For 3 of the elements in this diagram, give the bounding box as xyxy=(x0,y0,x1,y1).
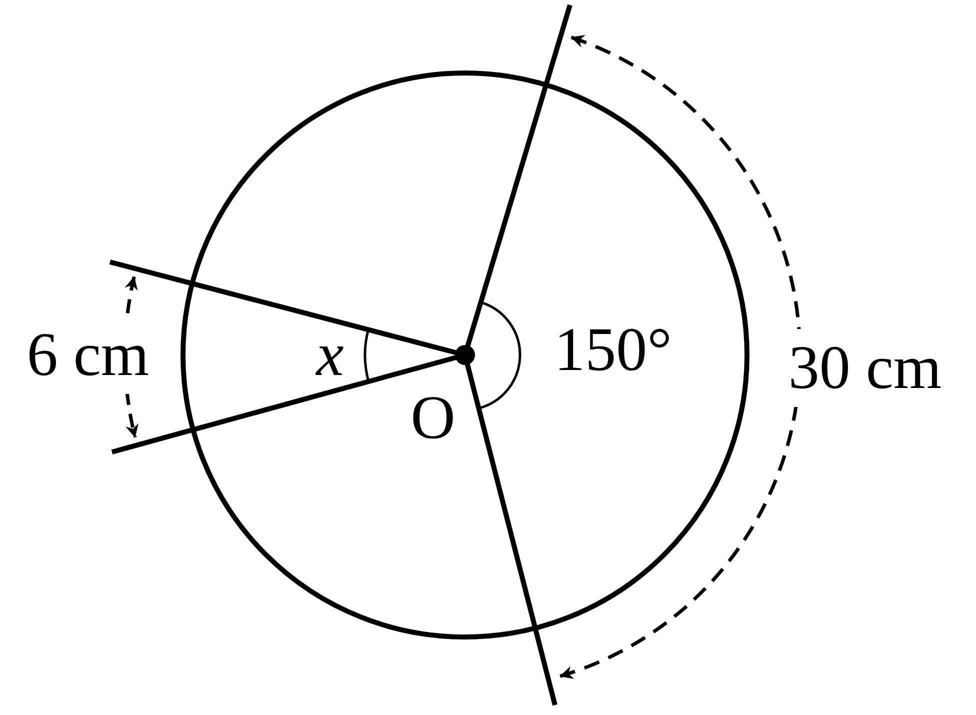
point-label: O xyxy=(410,387,456,449)
angle-label: 150° xyxy=(554,319,672,381)
angle-label: x xyxy=(316,324,344,386)
